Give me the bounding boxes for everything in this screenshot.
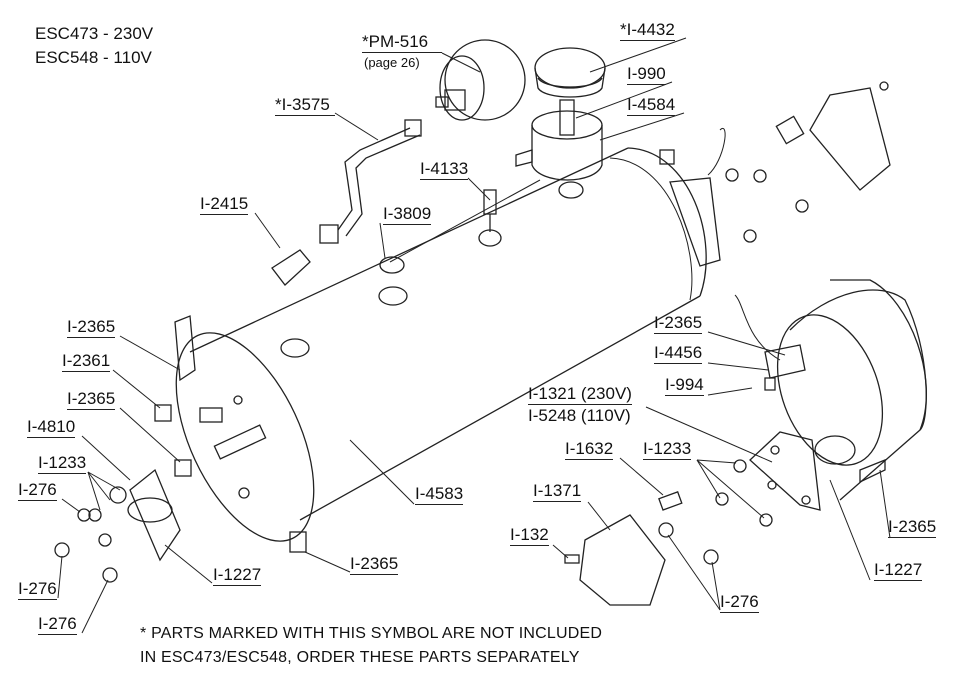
reservoir xyxy=(515,99,603,199)
gauge-pipe xyxy=(319,119,422,244)
part-label-i3809: I-3809 xyxy=(383,204,432,225)
part-label-i1233: I-1233 xyxy=(38,453,87,474)
reservoir-cap xyxy=(534,47,606,98)
part-label-i2365: I-2365 xyxy=(350,554,399,575)
part-label-i1227: I-1227 xyxy=(874,560,923,581)
part-label-i990: I-990 xyxy=(627,64,666,85)
part-label-i2365: I-2365 xyxy=(654,313,703,334)
element-housing xyxy=(749,279,928,511)
part-label-i994: I-994 xyxy=(665,375,704,396)
part-label-i4432: *I-4432 xyxy=(620,20,675,41)
part-label-i4810: I-4810 xyxy=(27,417,76,438)
part-label-i4583: I-4583 xyxy=(415,484,464,505)
part-label-i4456: I-4456 xyxy=(654,343,703,364)
part-label-i2365: I-2365 xyxy=(67,317,116,338)
part-label-i2365: I-2365 xyxy=(888,517,937,538)
footnote-line-1: * PARTS MARKED WITH THIS SYMBOL ARE NOT … xyxy=(140,625,603,642)
part-label-i2361: I-2361 xyxy=(62,351,111,372)
part-label-i276: I-276 xyxy=(18,480,57,501)
pressure-gauge xyxy=(435,39,526,121)
part-label-i1321: I-1321 (230V) xyxy=(528,384,632,405)
model-110v: ESC548 - 110V xyxy=(35,48,152,67)
part-label-i4133: I-4133 xyxy=(420,159,469,180)
part-label-i276: I-276 xyxy=(38,614,77,635)
part-label-i1233: I-1233 xyxy=(643,439,692,460)
part-label-i1227: I-1227 xyxy=(213,565,262,586)
part-label-i3575: *I-3575 xyxy=(275,96,335,116)
part-label-pm516-page: (page 26) xyxy=(364,55,420,70)
part-label-i132: I-132 xyxy=(510,525,549,546)
part-label-i276: I-276 xyxy=(720,592,759,613)
boiler-tank xyxy=(175,147,707,542)
part-label-i276: I-276 xyxy=(18,579,57,600)
footnote-line-2: IN ESC473/ESC548, ORDER THESE PARTS SEPA… xyxy=(140,649,580,666)
part-label-i2365: I-2365 xyxy=(67,389,116,410)
part-label-i5248: I-5248 (110V) xyxy=(528,406,631,425)
part-label-pm516: *PM-516 xyxy=(362,33,442,53)
leader-lines xyxy=(57,37,891,634)
model-230v: ESC473 - 230V xyxy=(35,24,154,43)
fittings xyxy=(54,81,891,606)
part-label-i1371: I-1371 xyxy=(533,481,582,502)
part-label-i1632: I-1632 xyxy=(565,439,614,460)
part-label-i2415: I-2415 xyxy=(200,194,249,215)
part-label-i4584: I-4584 xyxy=(627,95,676,116)
